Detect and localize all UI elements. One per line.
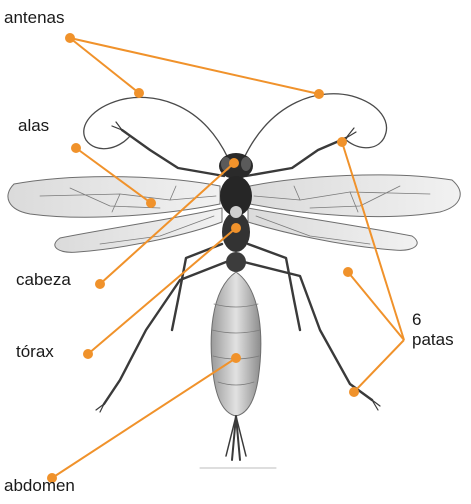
leader-legs-3 [354, 340, 404, 392]
antennae [84, 94, 387, 158]
abdomen [211, 272, 261, 460]
label-wings: alas [18, 116, 49, 136]
leader-abdomen [52, 358, 236, 478]
label-head: cabeza [16, 270, 71, 290]
dot-antennae-label [65, 33, 75, 43]
label-legs: patas [412, 330, 454, 350]
dot-head-label [95, 279, 105, 289]
dot-head [229, 158, 239, 168]
leader-antennae-right [70, 38, 319, 94]
dot-thorax-label [83, 349, 93, 359]
dot-abdomen [231, 353, 241, 363]
marker-dots [47, 33, 359, 483]
dot-thorax [231, 223, 241, 233]
label-thorax: tórax [16, 342, 54, 362]
label-antennae: antenas [4, 8, 65, 28]
dot-leg-hind [349, 387, 359, 397]
dot-leg-mid [343, 267, 353, 277]
dot-leg-front [337, 137, 347, 147]
dot-wings-label [71, 143, 81, 153]
dot-antenna-right [314, 89, 324, 99]
label-legs-count: 6 [412, 310, 421, 330]
leader-legs-2 [348, 272, 404, 340]
dot-antenna-left [134, 88, 144, 98]
dot-wing [146, 198, 156, 208]
label-abdomen: abdomen [4, 476, 75, 496]
